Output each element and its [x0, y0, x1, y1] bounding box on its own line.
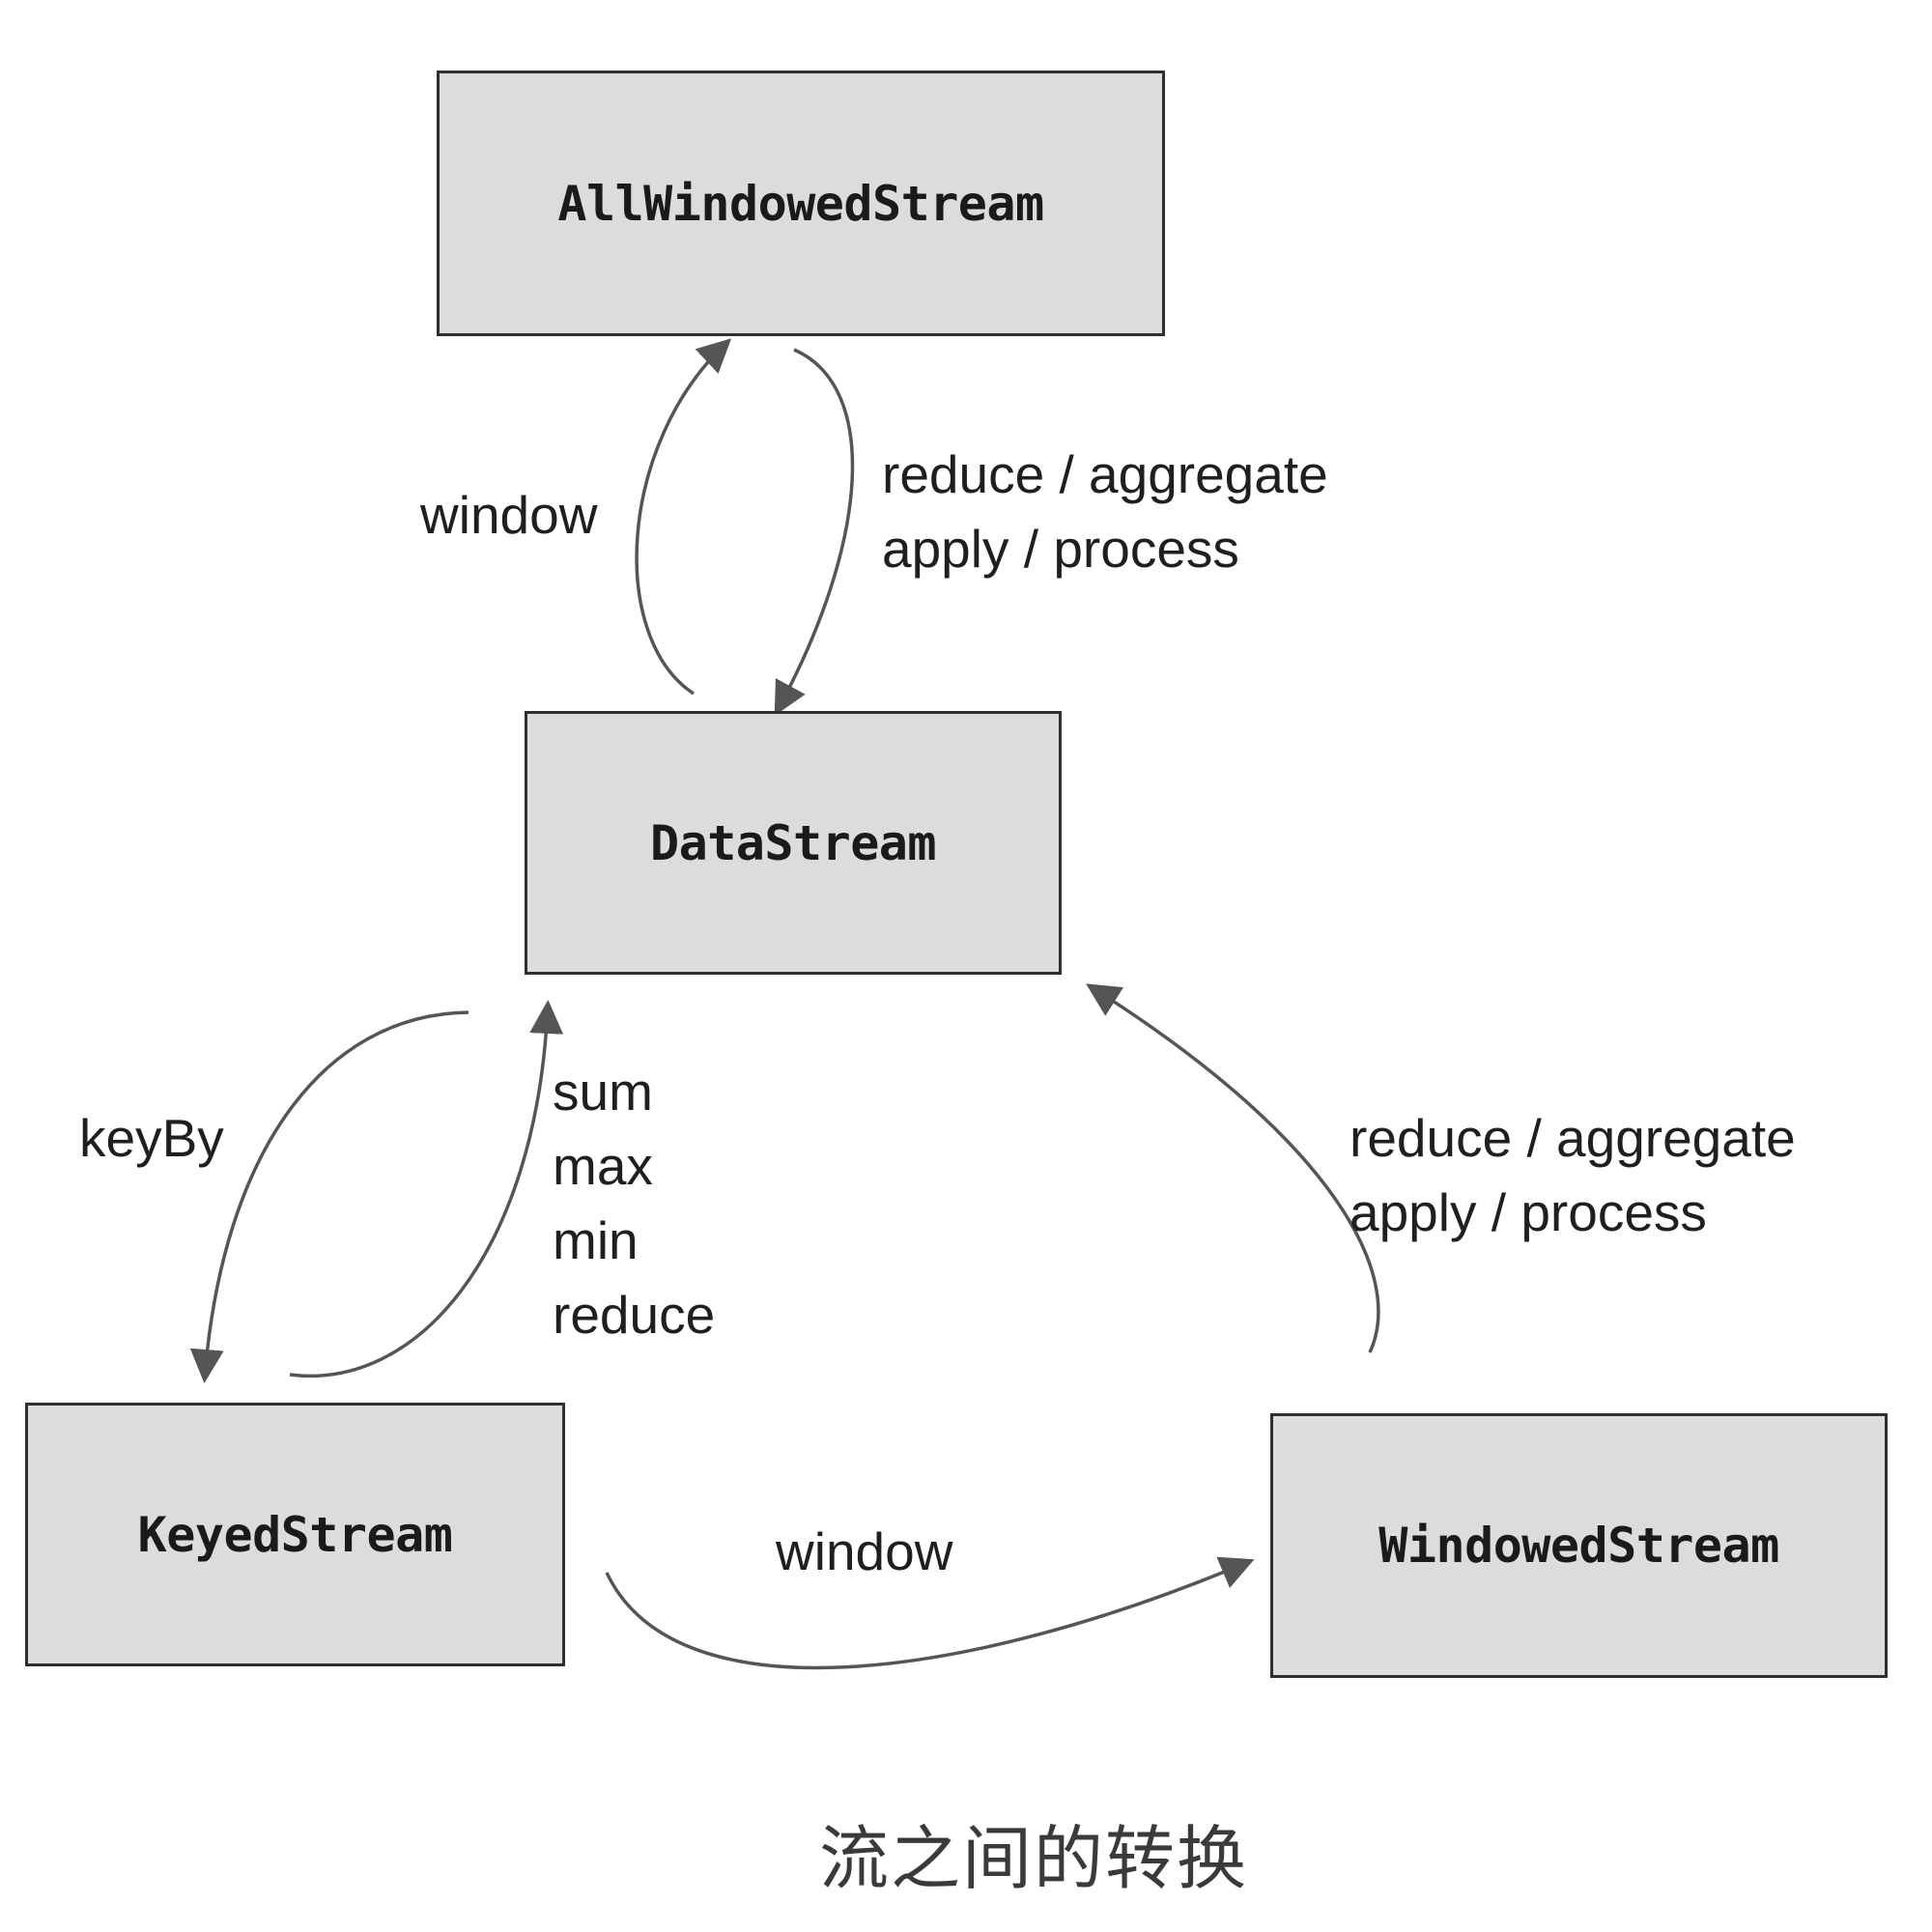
edge-label-line: apply / process: [1350, 1182, 1707, 1242]
arrow-windowed-to-datastream: [1086, 983, 1380, 1353]
edge-label-keyby: keyBy: [79, 1101, 224, 1176]
edge-label-aggregations: sum max min reduce: [553, 1055, 715, 1352]
arrow-allwindowed-to-datastream: [774, 348, 855, 717]
node-windowedstream: WindowedStream: [1270, 1413, 1888, 1678]
edge-label-window-windowed: window: [776, 1515, 952, 1589]
edge-label-text: window: [420, 485, 598, 545]
arrow-datastream-to-keyed: [189, 1010, 469, 1383]
node-datastream: DataStream: [525, 711, 1062, 975]
arrow-datastream-to-allwindowed: [635, 338, 732, 696]
node-keyedstream-label: KeyedStream: [137, 1506, 453, 1563]
edge-label-line: reduce / aggregate: [1350, 1108, 1796, 1168]
node-keyedstream: KeyedStream: [25, 1403, 565, 1666]
node-allwindowedstream: AllWindowedStream: [437, 71, 1165, 336]
edge-label-line: max: [553, 1136, 653, 1196]
diagram-caption: 流之间的转换: [818, 1818, 1248, 1899]
edge-label-line: sum: [553, 1062, 653, 1122]
node-allwindowedstream-label: AllWindowedStream: [557, 175, 1044, 232]
edge-label-line: min: [553, 1210, 639, 1270]
edge-label-text: window: [776, 1521, 953, 1581]
node-windowedstream-label: WindowedStream: [1378, 1518, 1779, 1574]
arrow-keyed-to-datastream: [289, 1000, 564, 1378]
node-datastream-label: DataStream: [649, 814, 937, 871]
edge-label-line: reduce: [553, 1285, 716, 1345]
edge-label-window-allwindowed: window: [420, 478, 597, 553]
arrow-keyed-to-windowed: [605, 1556, 1255, 1670]
edge-label-line: apply / process: [882, 519, 1239, 579]
edge-label-text: keyBy: [79, 1108, 224, 1168]
edge-label-reduce-windowed: reduce / aggregate apply / process: [1350, 1101, 1796, 1250]
edge-label-reduce-allwindowed: reduce / aggregate apply / process: [882, 438, 1328, 586]
edge-label-line: reduce / aggregate: [882, 444, 1328, 504]
